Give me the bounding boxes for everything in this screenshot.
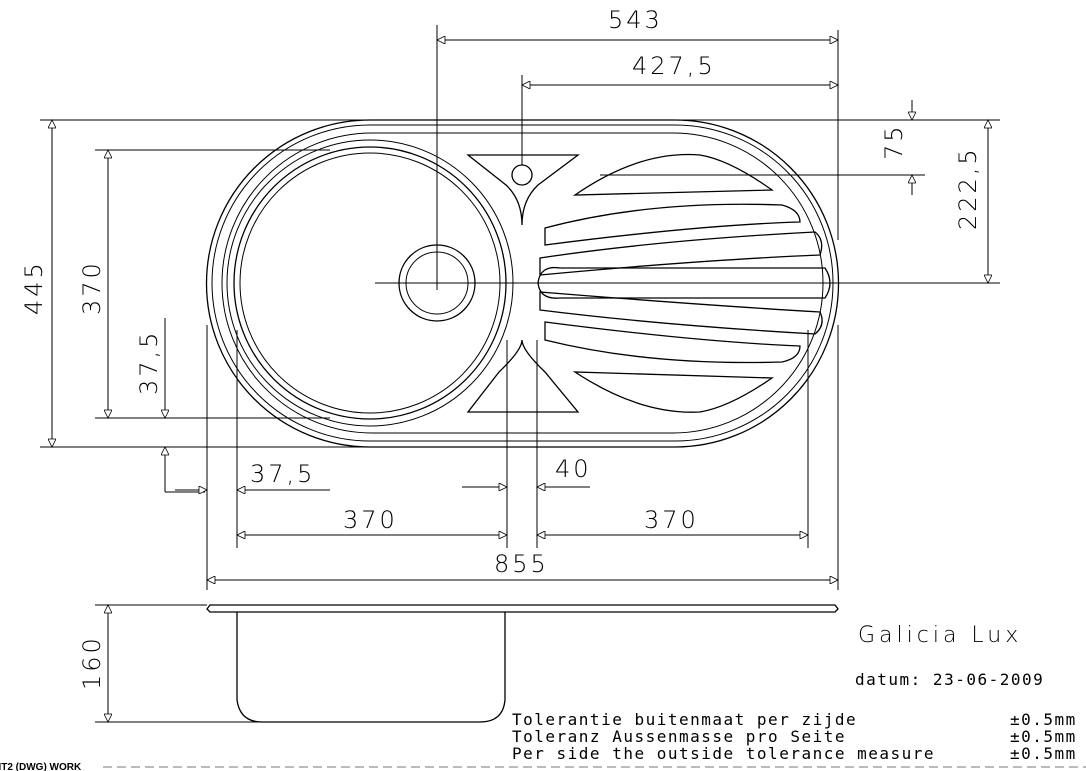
dim-160: 160: [78, 635, 106, 690]
tolerance-de-value: ±0.5mm: [1010, 727, 1077, 746]
extension-lines: [40, 30, 1000, 723]
dim-370-vertical: 370: [78, 260, 106, 315]
tolerance-nl-value: ±0.5mm: [1010, 710, 1077, 729]
dim-855: 855: [494, 550, 549, 578]
dim-37-5-horizontal: 37,5: [250, 460, 315, 488]
dim-222-5: 222,5: [954, 146, 982, 230]
dim-427-5: 427,5: [632, 52, 716, 80]
dimension-labels: 543 427,5 75 222,5 445 370 37,5 37,5 40 …: [20, 6, 982, 690]
dim-75: 75: [880, 123, 908, 160]
dim-370-left: 370: [343, 506, 398, 534]
product-title: Galicia Lux: [858, 623, 1022, 648]
footer-label: HT2 (DWG) WORK: [0, 762, 82, 771]
tolerance-de: Toleranz Aussenmasse pro Seite: [512, 727, 846, 746]
tolerance-en-value: ±0.5mm: [1010, 744, 1077, 763]
date-label: datum: 23-06-2009: [855, 670, 1044, 689]
sink-side-view: [206, 604, 839, 723]
tolerance-nl: Tolerantie buitenmaat per zijde: [512, 710, 857, 729]
dim-445: 445: [20, 260, 48, 315]
dim-370-right: 370: [644, 506, 699, 534]
tolerance-en: Per side the outside tolerance measure: [512, 744, 935, 763]
dimension-lines: [52, 40, 988, 722]
dim-40: 40: [555, 455, 592, 483]
dim-543: 543: [608, 6, 663, 34]
dim-37-5-vertical: 37,5: [135, 330, 163, 395]
sink-top-view: [205, 25, 1000, 448]
tap-hole: [511, 164, 533, 186]
title-block: Galicia Lux datum: 23-06-2009 Tolerantie…: [512, 623, 1077, 763]
